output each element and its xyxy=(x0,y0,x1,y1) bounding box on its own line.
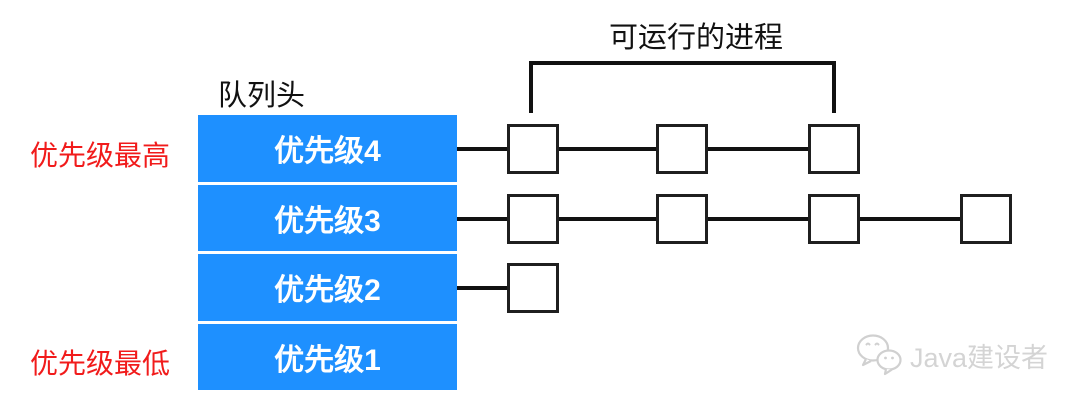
process-node xyxy=(656,124,708,174)
queue-head-label: 队列头 xyxy=(218,80,306,112)
connector-line xyxy=(708,147,808,151)
runnable-processes-bracket xyxy=(529,61,836,113)
process-node xyxy=(808,124,860,174)
watermark: Java建设者 xyxy=(856,334,1048,376)
connector-line xyxy=(860,217,960,221)
queue-row-priority-4: 优先级4 xyxy=(198,115,457,182)
queue-row-priority-3: 优先级3 xyxy=(198,184,457,251)
process-node xyxy=(808,194,860,244)
queue-row-priority-1: 优先级1 xyxy=(198,323,457,390)
connector-line xyxy=(559,217,656,221)
queue-row-label: 优先级2 xyxy=(274,274,381,308)
queue-row-label: 优先级4 xyxy=(274,135,381,169)
queue-row-label: 优先级1 xyxy=(274,343,381,377)
watermark-text: Java建设者 xyxy=(910,342,1049,373)
process-node xyxy=(507,263,559,313)
process-node xyxy=(507,194,559,244)
lowest-priority-label: 优先级最低 xyxy=(30,348,171,379)
connector-line xyxy=(457,147,507,151)
connector-line xyxy=(559,147,656,151)
wechat-icon xyxy=(856,334,902,376)
priority-queue-box: 优先级4 优先级3 优先级2 优先级1 xyxy=(198,115,457,390)
highest-priority-label: 优先级最高 xyxy=(30,140,171,171)
process-node xyxy=(960,194,1012,244)
queue-row-priority-2: 优先级2 xyxy=(198,254,457,321)
runnable-processes-label: 可运行的进程 xyxy=(608,22,783,54)
process-node xyxy=(656,194,708,244)
connector-line xyxy=(457,217,507,221)
process-node xyxy=(507,124,559,174)
connector-line xyxy=(708,217,808,221)
queue-row-label: 优先级3 xyxy=(274,204,381,238)
connector-line xyxy=(457,286,507,290)
